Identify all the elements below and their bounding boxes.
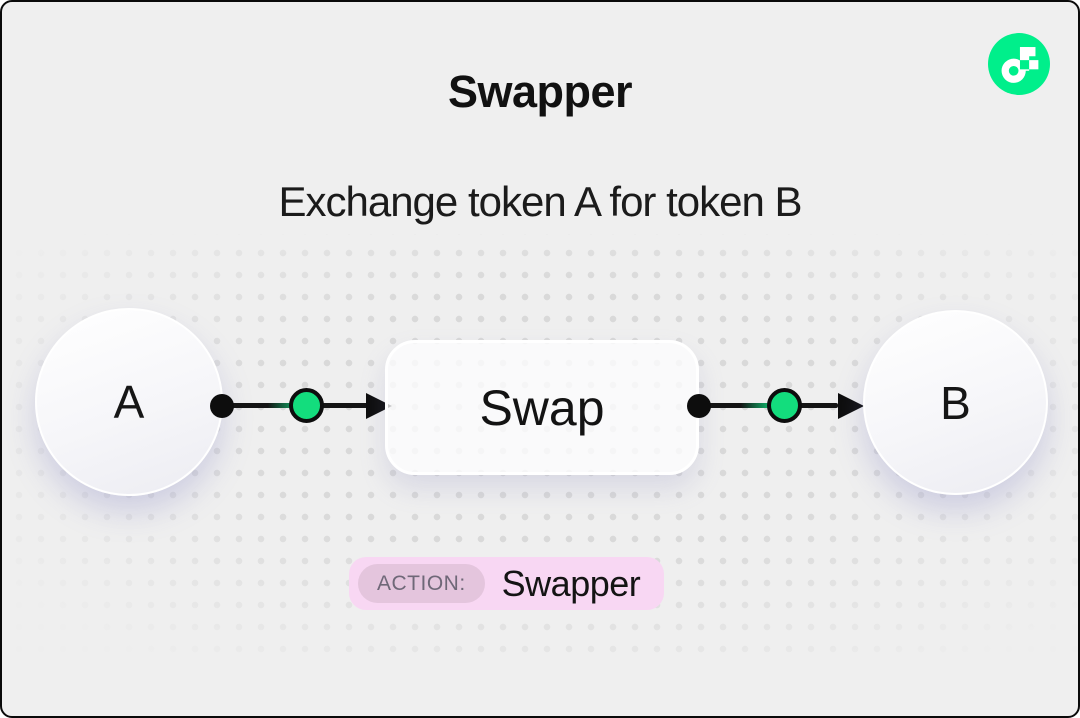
green-port-icon — [767, 388, 802, 423]
token-b-label: B — [940, 376, 971, 429]
port-dot-icon — [687, 394, 711, 418]
green-port-icon — [289, 388, 324, 423]
flow-logo-icon — [988, 33, 1050, 95]
page-subtitle: Exchange token A for token B — [278, 178, 802, 225]
token-a-label: A — [113, 376, 145, 428]
page-title: Swapper — [447, 66, 633, 117]
token-a-node: A — [35, 308, 223, 496]
swap-node: Swap — [385, 340, 699, 475]
swap-node-label: Swap — [479, 379, 605, 436]
action-badge-label: ACTION: — [358, 564, 485, 603]
connector-a-to-swap — [210, 388, 392, 424]
port-dot-icon — [210, 394, 234, 418]
token-b-node: B — [863, 310, 1048, 495]
action-badge-value: Swapper — [501, 562, 641, 604]
connector-swap-to-b — [687, 388, 864, 424]
arrowhead-icon — [838, 393, 864, 419]
action-badge: ACTION: Swapper — [349, 557, 665, 610]
